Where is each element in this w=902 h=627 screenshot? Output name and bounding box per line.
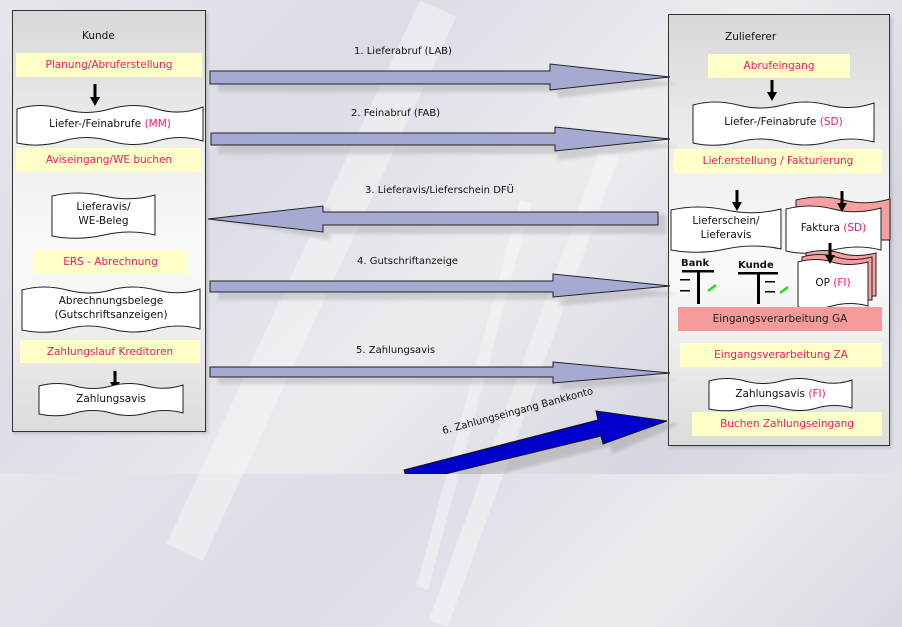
step-delivery-billing[interactable]: Lief.erstellung / Fakturierung (674, 149, 882, 173)
step-ers-settlement[interactable]: ERS - Abrechnung (33, 250, 188, 274)
doc-text: WE-Beleg (78, 215, 129, 227)
customer-panel-title: Kunde (82, 30, 115, 42)
flow-arrow-1[interactable] (209, 63, 678, 98)
down-arrow-icon (732, 190, 742, 211)
doc-text: Zahlungsavis (735, 388, 805, 401)
step-inbound-za[interactable]: Eingangsverarbeitung ZA (680, 343, 882, 367)
flow-arrows (207, 63, 680, 474)
doc-text: Liefer-/Feinabrufe (724, 116, 817, 129)
down-arrow-icon (825, 243, 835, 264)
doc-text: Faktura (800, 222, 840, 235)
module-tag: (MM) (144, 118, 171, 131)
flow-arrow-2[interactable] (210, 126, 678, 160)
flow-arrow-6[interactable] (403, 410, 680, 474)
doc-text: Zahlungsavis (76, 393, 146, 406)
doc-delivery-note-customer[interactable]: Lieferavis/WE-Beleg (51, 191, 156, 241)
doc-text: Lieferschein/ (692, 215, 760, 228)
doc-schedules-supplier[interactable]: Liefer-/Feinabrufe (SD) (692, 100, 875, 148)
down-arrow-icon (837, 191, 847, 212)
doc-payment-advice-supplier[interactable]: Zahlungsavis (FI) (708, 377, 853, 413)
doc-text: Abrechnungsbelege (58, 295, 164, 308)
step-planning[interactable]: Planung/Abruferstellung (16, 53, 202, 77)
doc-delivery-note-supplier[interactable]: Lieferschein/Lieferavis (670, 205, 782, 255)
flow-arrow-5[interactable] (209, 361, 678, 390)
flow-label-3: 3. Lieferavis/Lieferschein DFÜ (365, 185, 514, 196)
down-arrow-icon (767, 80, 777, 101)
doc-schedules-customer[interactable]: Liefer-/Feinabrufe (MM) (16, 104, 204, 146)
module-tag: (SD) (819, 116, 843, 129)
module-tag: (FI) (808, 388, 826, 401)
step-post-payment[interactable]: Buchen Zahlungseingang (692, 412, 882, 436)
doc-text: Lieferavis (700, 229, 752, 241)
t-account-customer: Kunde (738, 258, 798, 308)
flow-label-4: 4. Gutschriftanzeige (357, 256, 459, 267)
doc-text: Liefer-/Feinabrufe (49, 118, 142, 131)
pen-icon (779, 286, 789, 294)
module-tag: (FI) (833, 277, 851, 290)
flow-label-5: 5. Zahlungsavis (356, 345, 436, 356)
step-inbound-ga[interactable]: Eingangsverarbeitung GA (678, 307, 882, 331)
supplier-panel-title: Zulieferer (725, 31, 777, 43)
t-account-label: Bank (681, 258, 710, 269)
module-tag: (SD) (843, 222, 867, 235)
flow-label-2: 2. Feinabruf (FAB) (351, 108, 441, 119)
t-account-bank: Bank (678, 258, 728, 308)
doc-settlement-customer[interactable]: Abrechnungsbelege(Gutschriftsanzeigen) (21, 285, 201, 335)
down-arrow-icon (90, 84, 100, 106)
flow-arrow-4[interactable] (209, 273, 678, 306)
pen-icon (707, 284, 717, 292)
step-schedule-receipt[interactable]: Abrufeingang (708, 54, 850, 78)
doc-text: OP (815, 277, 830, 290)
step-goods-receipt[interactable]: Aviseingang/WE buchen (16, 148, 202, 172)
doc-text: (Gutschriftsanzeigen) (54, 309, 168, 321)
doc-open-item[interactable]: OP (FI) (797, 250, 877, 310)
step-payment-run[interactable]: Zahlungslauf Kreditoren (20, 340, 200, 363)
doc-payment-advice-customer[interactable]: Zahlungsavis (38, 382, 184, 418)
flow-arrow-3[interactable] (207, 205, 666, 240)
flow-label-1: 1. Lieferabruf (LAB) (354, 46, 452, 57)
t-account-label: Kunde (738, 260, 774, 271)
doc-text: Lieferavis/ (76, 201, 131, 214)
